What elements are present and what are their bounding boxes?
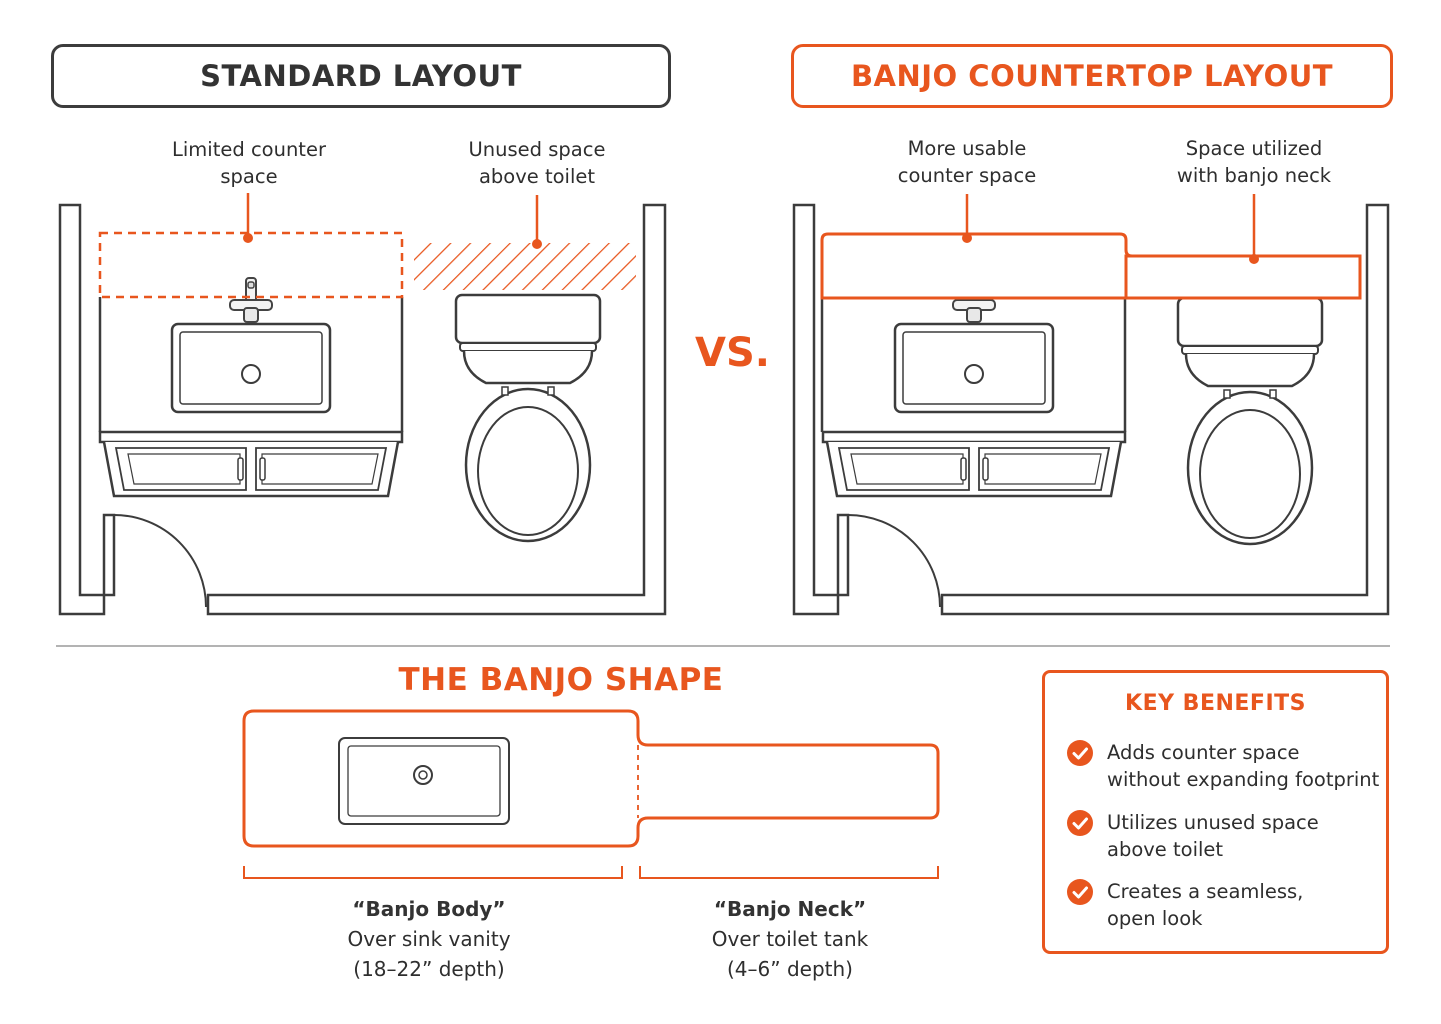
banjo-neck-name: “Banjo Neck” — [713, 897, 867, 921]
banjo-shape-title: THE BANJO SHAPE — [398, 662, 724, 698]
benefit-text: Creates a seamless, open look — [1107, 880, 1304, 930]
banjo-body-name: “Banjo Body” — [352, 897, 506, 921]
benefit-text: Utilizes unused space above toilet — [1107, 811, 1319, 861]
banjo-neck-desc: Over toilet tank — [711, 927, 869, 951]
check-circle-icon — [1067, 810, 1093, 836]
banjo-neck-caption: “Banjo Neck” Over toilet tank (4–6” dept… — [712, 894, 869, 984]
benefit-text: Adds counter space without expanding foo… — [1107, 741, 1380, 791]
vs-label: VS. — [695, 330, 770, 376]
key-benefits-title: KEY BENEFITS — [1125, 691, 1306, 716]
banjo-body-depth: (18–22” depth) — [353, 957, 505, 981]
banjo-room — [792, 194, 1390, 616]
key-benefits-panel: KEY BENEFITS Adds counter space without … — [1042, 670, 1389, 954]
check-circle-icon — [1067, 740, 1093, 766]
benefit-item: Utilizes unused space above toilet — [1067, 809, 1380, 863]
banjo-body-desc: Over sink vanity — [347, 927, 511, 951]
callout-space-utilized: Space utilized with banjo neck — [1176, 137, 1332, 187]
banjo-body-caption: “Banjo Body” Over sink vanity (18–22” de… — [347, 894, 510, 984]
callout-unused-space: Unused space above toilet — [468, 138, 606, 188]
banjo-layout-title: BANJO COUNTERTOP LAYOUT — [791, 44, 1393, 108]
standard-room — [58, 193, 667, 616]
callout-more-usable: More usable counter space — [897, 137, 1037, 187]
benefit-item: Creates a seamless, open look — [1067, 878, 1380, 932]
callout-limited-counter: Limited counter space — [172, 138, 326, 188]
benefit-item: Adds counter space without expanding foo… — [1067, 739, 1380, 793]
check-circle-icon — [1067, 879, 1093, 905]
banjo-neck-depth: (4–6” depth) — [726, 957, 853, 981]
standard-layout-title: STANDARD LAYOUT — [51, 44, 671, 108]
banjo-shape-drawing — [242, 709, 940, 879]
